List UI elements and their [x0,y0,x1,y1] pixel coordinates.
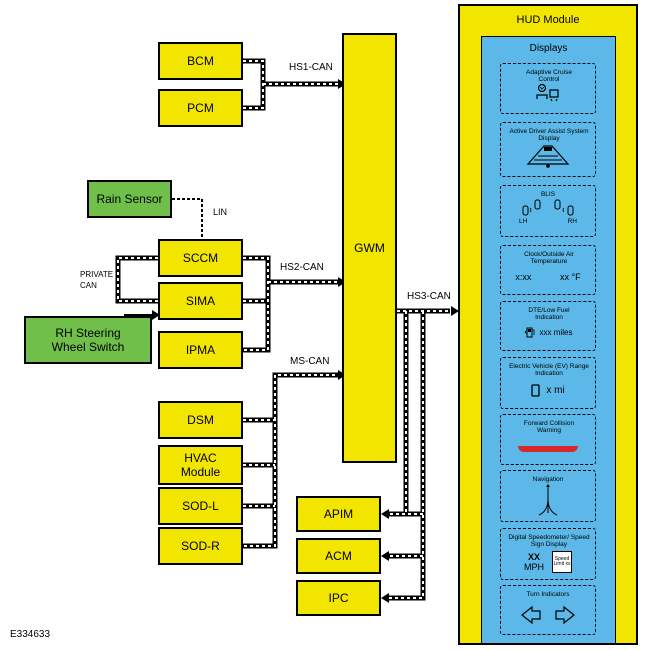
hs2-can-label: HS2-CAN [280,262,324,273]
sod-r-label: SOD-R [181,539,220,553]
battery-icon [531,384,540,397]
panel-turn-indicators: Turn Indicators [500,585,596,635]
hs2-can-bus [243,255,342,353]
arrow-hs3-hud [451,306,459,316]
navigation-icon [538,484,558,516]
sima-label: SIMA [185,294,216,308]
blis-lh-label: LH [519,218,528,225]
blis-icon [522,199,574,216]
nav-label: Navigation [532,476,564,483]
panel-blis: BLIS LH RH [500,185,596,237]
panel-speedometer: Digital Speedometer/ Speed Sign Display … [500,528,596,580]
panel-dte-low-fuel: DTE/Low Fuel Indication xxx miles [500,301,596,351]
speed-value: XX [527,552,540,562]
arrow-acm [381,551,389,561]
ev-label: Electric Vehicle (EV) Range Indication [509,363,589,377]
bcm-box: BCM [158,42,243,80]
arrow-ipc [381,593,389,603]
blis-rh-label: RH [567,218,577,225]
ipc-box: IPC [296,580,381,616]
collision-warning-bar [518,446,578,452]
sod-r-box: SOD-R [158,527,243,565]
speed-unit: MPH [524,562,544,572]
pcm-box: PCM [158,89,243,127]
dsm-label: DSM [187,413,214,427]
dsm-box: DSM [158,401,243,439]
ipma-box: IPMA [158,331,243,369]
speed-limit-sign: Speed Limit xx [552,551,572,573]
bcm-label: BCM [187,54,214,68]
arrow-rh-switch [152,310,160,320]
fcw-label: Forward Collision Warning [523,420,575,434]
lin-label: LIN [213,207,228,217]
hs3-can-bus [385,308,450,601]
outside-temp-value: xx °F [560,272,581,282]
clock-time-value: x:xx [515,272,532,282]
fuel-pump-icon [524,327,534,338]
blis-label: BLIS [540,191,556,198]
ms-can-label: MS-CAN [290,356,330,367]
panel-ev-range: Electric Vehicle (EV) Range Indication x… [500,357,596,409]
ada-label: Active Driver Assist System Display [509,128,589,142]
lin-line [172,198,203,246]
speed-label: Digital Speedometer/ Speed Sign Display [508,534,590,548]
acm-label: ACM [325,549,352,563]
sccm-box: SCCM [158,239,243,277]
apim-label: APIM [323,507,354,521]
ipc-label: IPC [328,591,349,605]
dte-value: xxx miles [539,328,573,337]
ipma-label: IPMA [185,343,216,357]
hs3-can-label: HS3-CAN [407,291,451,302]
displays-panel: Displays [481,36,616,644]
arrow-apim [381,509,389,519]
sccm-label: SCCM [182,251,219,265]
clock-label: Clock/Outside Air Temperature [524,251,574,265]
acm-box: ACM [296,538,381,574]
rh-steering-switch-box: RH Steering Wheel Switch [24,316,152,364]
rain-sensor-box: Rain Sensor [87,180,172,218]
sima-box: SIMA [158,282,243,320]
speed-limit-text: Speed Limit xx [553,555,571,567]
figure-id: E334633 [10,629,51,640]
dte-label: DTE/Low Fuel Indication [528,307,570,321]
gwm-label: GWM [354,241,385,255]
ev-range-value: x mi [546,385,565,396]
turn-arrows-icon [521,605,575,625]
panel-adaptive-cruise: Adaptive Cruise Control [500,63,596,114]
hvac-module-label: HVAC Module [180,451,221,479]
hvac-module-box: HVAC Module [158,445,243,485]
private-can-label: PRIVATE CAN [80,270,114,290]
displays-title: Displays [529,43,568,54]
acc-label: Adaptive Cruise Control [526,69,572,83]
turn-label: Turn Indicators [526,591,570,598]
pcm-label: PCM [187,101,214,115]
hs1-can-bus [243,58,342,111]
panel-clock-temperature: Clock/Outside Air Temperature x:xx xx °F [500,245,596,295]
sod-l-box: SOD-L [158,487,243,525]
gwm-box: GWM [342,33,397,463]
ms-can-bus [243,372,342,549]
hud-module-title: HUD Module [516,14,580,26]
rh-steering-switch-label: RH Steering Wheel Switch [51,326,125,354]
sod-l-label: SOD-L [182,499,219,513]
driver-assist-icon [526,145,570,168]
private-can-bus [115,255,158,304]
panel-navigation: Navigation [500,470,596,522]
panel-forward-collision: Forward Collision Warning [500,414,596,465]
rain-sensor-label: Rain Sensor [96,192,163,206]
apim-box: APIM [296,496,381,532]
panel-active-driver-assist: Active Driver Assist System Display [500,122,596,177]
adaptive-cruise-icon [536,83,559,102]
hs1-can-label: HS1-CAN [289,62,333,73]
